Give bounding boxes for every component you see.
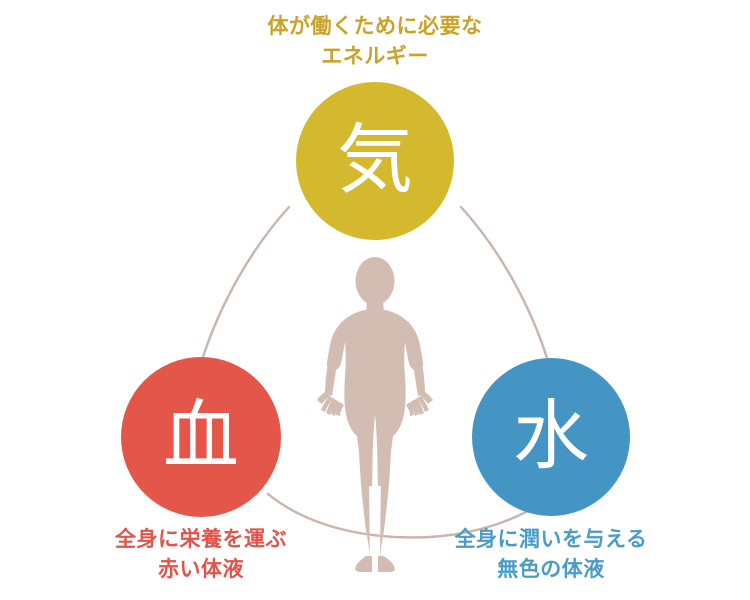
glyph-ketsu: 血 [163,395,239,479]
caption-ki-line1: 体が働くために必要な [267,14,483,38]
caption-ketsu-line2: 赤い体液 [158,556,244,581]
arc-ketsu-to-sui [266,492,553,539]
circle-sui[interactable]: 水 [472,358,630,516]
connector-arcs [201,205,553,539]
arc-ki-to-ketsu [201,205,291,359]
circle-ki[interactable]: 気 [296,82,454,240]
arc-ki-to-sui [459,205,549,360]
left-hand [317,392,344,416]
caption-sui-line2: 無色の体液 [497,556,605,581]
glyph-ki: 気 [337,119,413,203]
caption-ki-line2: エネルギー [321,43,429,68]
caption-sui: 全身に潤いを与える 無色の体液 [366,525,736,585]
caption-ketsu: 全身に栄養を運ぶ 赤い体液 [16,525,386,585]
caption-ki: 体が働くために必要な エネルギー [0,12,750,72]
glyph-sui: 水 [513,395,589,479]
circle-ketsu[interactable]: 血 [121,357,281,517]
right-hand [406,392,433,416]
caption-ketsu-line1: 全身に栄養を運ぶ [115,527,287,551]
human-body-silhouette [317,257,433,572]
caption-sui-line1: 全身に潤いを与える [454,527,648,551]
